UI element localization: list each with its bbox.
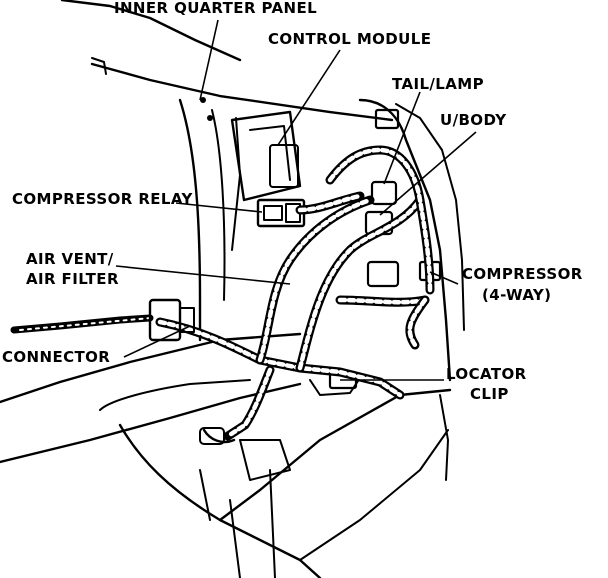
- label-compressor-relay: COMPRESSOR RELAY: [12, 190, 193, 208]
- leader-lines: [115, 19, 477, 381]
- label-compressor-line2: (4-WAY): [482, 286, 552, 304]
- connector-pigtail: [10, 298, 236, 445]
- label-control-module: CONTROL MODULE: [268, 30, 432, 48]
- label-u-body: U/BODY: [440, 111, 507, 129]
- label-compressor-line1: COMPRESSOR: [462, 265, 583, 283]
- control-module-shape: [230, 110, 302, 202]
- label-tail-lamp: TAIL/LAMP: [392, 75, 484, 93]
- label-inner-quarter-panel: INNER QUARTER PANEL: [114, 0, 318, 17]
- floor-pan-shape: [0, 332, 452, 578]
- label-locator-line1: LOCATOR: [446, 365, 527, 383]
- label-air-vent-line1: AIR VENT/: [26, 250, 114, 268]
- label-connector: CONNECTOR: [2, 348, 111, 366]
- label-locator-line2: CLIP: [470, 385, 509, 403]
- label-air-vent-line2: AIR FILTER: [26, 270, 119, 288]
